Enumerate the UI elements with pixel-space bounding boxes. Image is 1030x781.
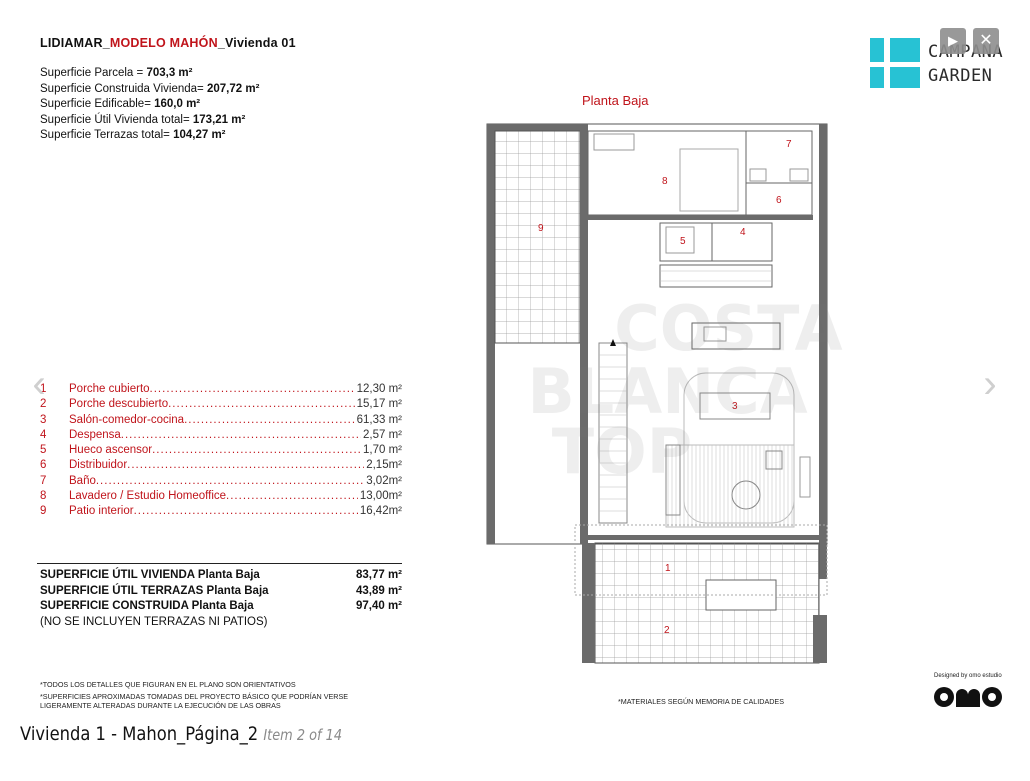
room-number-6: 6 [776, 195, 782, 206]
summary-row: Superficie Terrazas total= 104,27 m² [40, 129, 226, 141]
room-row: 4Despensa2,57 m² [40, 428, 402, 443]
svg-text:TOP: TOP [552, 415, 692, 488]
room-row: 7Baño3,02m² [40, 474, 402, 489]
costa-blanca-watermark: COSTA BLANCA TOP [528, 292, 843, 488]
footnotes: *Todos los detalles que figuran en el pl… [40, 680, 349, 710]
plan-label: Planta Baja [582, 93, 649, 108]
designed-by: Designed by omo estudio [934, 673, 1002, 679]
floor-plan-drawing: 9 8 7 6 5 4 3 1 2 COSTA BLANCA TOP [486, 123, 843, 664]
floor-plan-sheet: LIDIAMAR_MODELO MAHÓN_Vivienda 01 Superf… [0, 0, 1030, 715]
svg-text:BLANCA: BLANCA [528, 355, 808, 428]
slideshow-play-button[interactable]: ▶ [940, 28, 966, 54]
omo-logo-icon [934, 687, 1002, 707]
summary-row: Superficie Parcela = 703,3 m² [40, 67, 193, 79]
chevron-left-icon: ‹ [32, 362, 46, 406]
room-number-8: 8 [662, 176, 668, 187]
totals-note: (NO SE INCLUYEN TERRAZAS NI PATIOS) [40, 615, 268, 628]
item-counter: Item 2 of 14 [263, 726, 343, 744]
room-number-9: 9 [538, 223, 544, 234]
room-number-5: 5 [680, 236, 686, 247]
summary-row: Superficie Edificable= 160,0 m² [40, 98, 201, 110]
materials-note: *Materiales según memoria de calidades [618, 697, 785, 706]
room-number-1: 1 [665, 563, 671, 574]
previous-button[interactable]: ‹ [24, 362, 54, 406]
next-button[interactable]: › [975, 362, 1005, 406]
summary-row: Superficie Construida Vivienda= 207,72 m… [40, 82, 260, 95]
close-button[interactable]: ✕ [973, 28, 999, 54]
room-row: 6Distribuidor2,15m² [40, 458, 402, 473]
room-number-3: 3 [732, 401, 738, 412]
divider [37, 563, 402, 564]
svg-text:COSTA: COSTA [614, 292, 842, 365]
chevron-right-icon: › [983, 362, 997, 406]
play-icon: ▶ [948, 33, 958, 48]
room-number-2: 2 [664, 625, 670, 636]
room-number-7: 7 [786, 139, 792, 150]
surface-summary: Superficie Parcela = 703,3 m² Superficie… [40, 66, 259, 144]
caption-title: Vivienda 1 - Mahon_Página_2 [20, 723, 259, 745]
logo-mark-icon [870, 38, 920, 88]
close-icon: ✕ [979, 32, 993, 49]
sheet-title: LIDIAMAR_MODELO MAHÓN_Vivienda 01 [40, 36, 296, 50]
summary-row: Superficie Útil Vivienda total= 173,21 m… [40, 113, 246, 126]
room-number-4: 4 [740, 227, 746, 238]
